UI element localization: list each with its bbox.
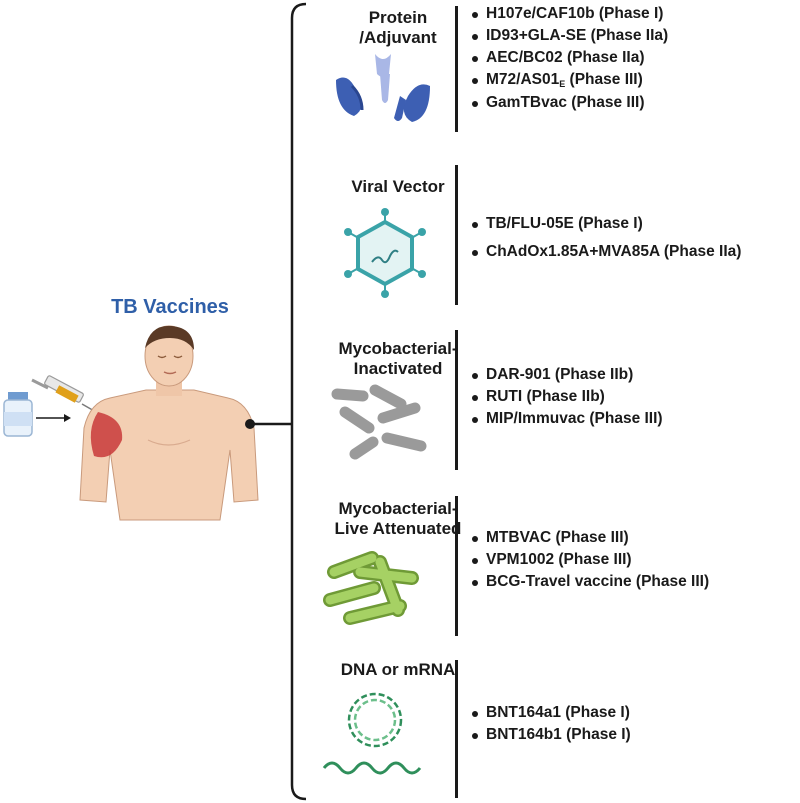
plasmid-dna-icon	[347, 692, 403, 748]
divider-mycobacterial-live-attenuated	[455, 496, 458, 636]
list-item: GamTBvac (Phase III)	[470, 92, 668, 114]
category-title-dna-or-mrna: DNA or mRNA	[340, 660, 456, 679]
category-title-mycobacterial-inactivated: Mycobacterial- Inactivated	[338, 339, 458, 378]
category-title-mycobacterial-live-attenuated: Mycobacterial- Live Attenuated	[334, 499, 462, 538]
list-item: DAR-901 (Phase IIb)	[470, 364, 663, 386]
virus-icon	[344, 208, 426, 298]
list-item: M72/AS01E (Phase III)	[470, 69, 668, 92]
vaccine-list-dna-or-mrna: BNT164a1 (Phase I) BNT164b1 (Phase I)	[470, 702, 631, 746]
divider-protein-adjuvant	[455, 6, 458, 132]
live-bacteria-icon	[323, 551, 419, 625]
vaccine-list-mycobacterial-live-attenuated: MTBVAC (Phase III) VPM1002 (Phase III) B…	[470, 527, 709, 593]
divider-mycobacterial-inactivated	[455, 330, 458, 470]
category-title-protein-adjuvant: Protein /Adjuvant	[359, 8, 437, 47]
list-item: AEC/BC02 (Phase IIa)	[470, 47, 668, 69]
list-item: BCG-Travel vaccine (Phase III)	[470, 571, 709, 593]
vaccine-list-viral-vector: TB/FLU-05E (Phase I) ChAdOx1.85A+MVA85A …	[470, 213, 741, 263]
list-item: H107e/CAF10b (Phase I)	[470, 3, 668, 25]
divider-dna-or-mrna	[455, 660, 458, 798]
diagram-title: TB Vaccines	[111, 296, 229, 318]
mrna-strand-icon	[322, 761, 422, 775]
list-item: ChAdOx1.85A+MVA85A (Phase IIa)	[470, 241, 741, 263]
list-item: TB/FLU-05E (Phase I)	[470, 213, 741, 235]
vaccine-list-mycobacterial-inactivated: DAR-901 (Phase IIb) RUTI (Phase IIb) MIP…	[470, 364, 663, 430]
divider-viral-vector	[455, 165, 458, 305]
vaccine-vial-icon	[3, 392, 33, 437]
list-item: RUTI (Phase IIb)	[470, 386, 663, 408]
list-item: BNT164a1 (Phase I)	[470, 702, 631, 724]
inactivated-bacteria-icon	[331, 384, 427, 460]
category-bracket	[290, 2, 307, 801]
protein-icon	[336, 54, 430, 122]
syringe-icon	[31, 375, 97, 413]
person-icon	[79, 325, 259, 521]
list-item: MIP/Immuvac (Phase III)	[470, 408, 663, 430]
category-title-viral-vector: Viral Vector	[351, 177, 445, 196]
list-item: BNT164b1 (Phase I)	[470, 724, 631, 746]
list-item: MTBVAC (Phase III)	[470, 527, 709, 549]
arrow-icon	[36, 414, 71, 422]
dna-mrna-icon	[322, 692, 422, 775]
person-injection-illustration	[3, 325, 292, 521]
list-item: ID93+GLA-SE (Phase IIa)	[470, 25, 668, 47]
list-item: VPM1002 (Phase III)	[470, 549, 709, 571]
vaccine-list-protein-adjuvant: H107e/CAF10b (Phase I) ID93+GLA-SE (Phas…	[470, 3, 668, 114]
